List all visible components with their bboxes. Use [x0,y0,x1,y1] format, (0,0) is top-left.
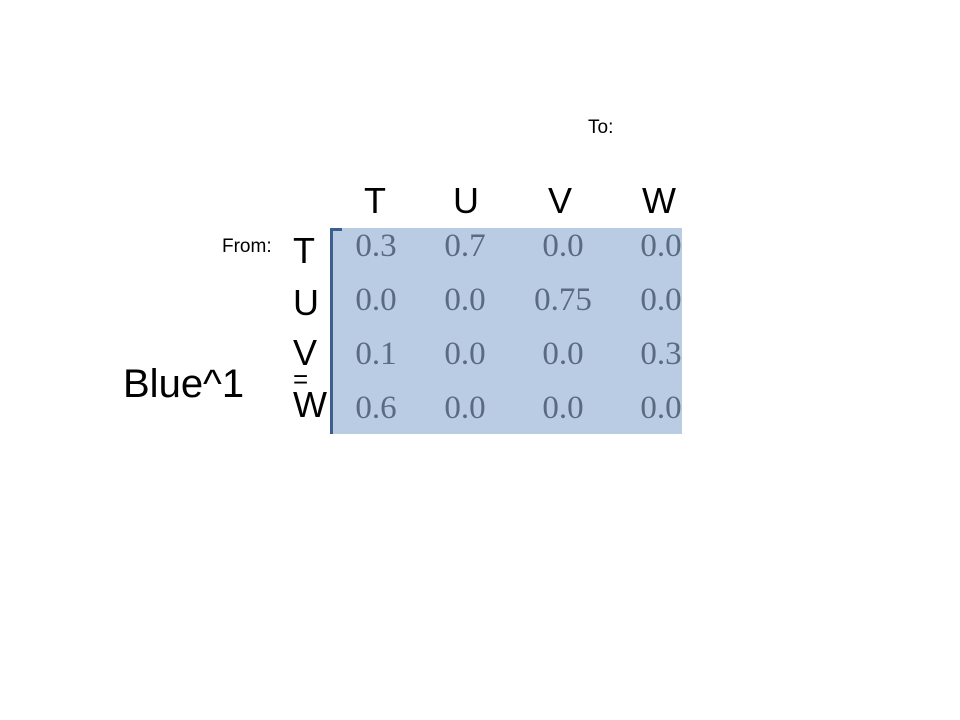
matrix-bracket-tick [330,228,342,231]
to-label: To: [588,117,614,138]
matrix-cell-w-w: 0.0 [640,390,682,426]
row-header-w: W [293,384,327,425]
matrix-cell-t-w: 0.0 [640,228,682,264]
matrix-cell-u-v: 0.75 [534,282,592,318]
matrix-cell-w-u: 0.0 [444,390,486,426]
matrix-background [333,228,682,434]
row-header-v: V [293,332,318,373]
row-header-u: U [293,282,319,323]
matrix-cell-t-v: 0.0 [542,228,584,264]
column-header-t: T [364,180,386,221]
column-header-u: U [453,180,479,221]
matrix-cell-v-t: 0.1 [355,336,397,372]
matrix-cell-u-t: 0.0 [355,282,397,318]
matrix-cell-u-w: 0.0 [640,282,682,318]
matrix-cell-t-t: 0.3 [355,228,397,264]
matrix-name: Blue^1 [123,362,245,406]
matrix-cell-t-u: 0.7 [444,228,486,264]
row-header-t: T [293,230,315,271]
matrix-cell-v-v: 0.0 [542,336,584,372]
column-header-w: W [642,180,676,221]
matrix-cell-w-v: 0.0 [542,390,584,426]
equals-sign: = [293,364,309,394]
matrix-cell-u-u: 0.0 [444,282,486,318]
matrix-left-bracket [330,228,333,434]
matrix-cell-w-t: 0.6 [355,390,397,426]
column-header-v: V [547,180,572,221]
matrix-cell-v-w: 0.3 [640,336,682,372]
matrix-cell-v-u: 0.0 [444,336,486,372]
from-label: From: [222,236,272,257]
transition-matrix: 0.3 0.7 0.0 0.0 0.0 0.0 0.75 0.0 0.1 0.0… [333,220,682,436]
